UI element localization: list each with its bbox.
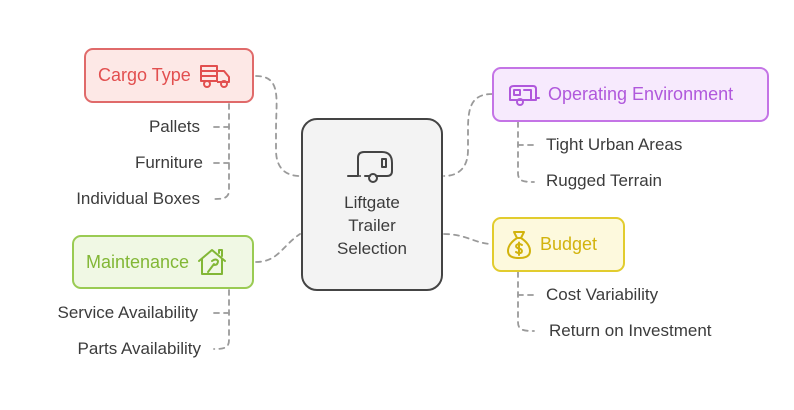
topic-maintenance[interactable]: Maintenance (72, 235, 254, 289)
leaf-rugged-terrain: Rugged Terrain (546, 171, 662, 190)
connector-budget (443, 233, 493, 245)
topic-cargo-type-label: Cargo Type (98, 65, 191, 85)
leaf-individual-boxes: Individual Boxes (76, 189, 200, 208)
center-title: Liftgate Trailer Selection (337, 193, 407, 258)
connector-budget-leaves (517, 271, 535, 332)
leaf-furniture: Furniture (134, 153, 203, 172)
topic-budget-label: Budget (540, 234, 598, 254)
leaf-pallets: Pallets (148, 117, 200, 136)
leaf-cost-variability: Cost Variability (546, 285, 659, 304)
connector-cargo (255, 75, 301, 177)
cargo-truck-icon (199, 64, 230, 88)
center-node: Liftgate Trailer Selection (301, 118, 443, 291)
leaf-parts-availability: Parts Availability (77, 339, 201, 358)
topic-budget[interactable]: Budget (492, 217, 625, 272)
connector-cargo-leaves (213, 103, 230, 200)
connector-operating (443, 93, 493, 177)
topic-operating-environment[interactable]: Operating Environment (492, 67, 769, 122)
trailer-icon (347, 151, 393, 183)
topic-cargo-type[interactable]: Cargo Type (84, 48, 254, 103)
connector-maintenance (255, 233, 301, 263)
topic-maintenance-label: Maintenance (86, 251, 190, 272)
money-bag-icon (507, 230, 531, 259)
connector-operating-leaves (517, 121, 535, 183)
connector-maintenance-leaves (213, 289, 230, 350)
house-wrench-icon (198, 249, 227, 275)
leaf-tight-urban-areas: Tight Urban Areas (546, 135, 683, 154)
leaf-service-availability: Service Availability (57, 303, 198, 322)
leaf-return-on-investment: Return on Investment (549, 321, 712, 340)
topic-operating-environment-label: Operating Environment (548, 84, 734, 104)
camper-trailer-icon (509, 84, 540, 106)
